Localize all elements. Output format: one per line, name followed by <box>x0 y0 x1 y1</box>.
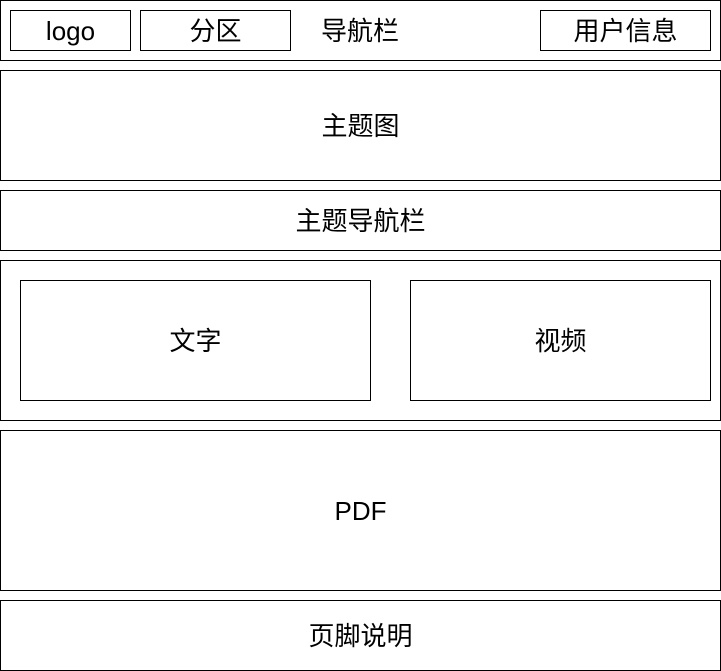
footer-box: 页脚说明 <box>0 600 721 671</box>
pdf-box[interactable]: PDF <box>0 430 721 591</box>
user-info-label: 用户信息 <box>573 15 678 46</box>
navbar-title: 导航栏 <box>320 15 399 46</box>
logo-box[interactable]: logo <box>10 10 131 51</box>
video-box[interactable]: 视频 <box>410 280 711 401</box>
hero-image-label: 主题图 <box>321 110 400 141</box>
text-label: 文字 <box>169 325 222 356</box>
topic-nav-box[interactable]: 主题导航栏 <box>0 190 721 251</box>
hero-image-box: 主题图 <box>0 70 721 181</box>
section-box[interactable]: 分区 <box>140 10 291 51</box>
footer-label: 页脚说明 <box>308 620 413 651</box>
section-label: 分区 <box>189 15 242 46</box>
logo-label: logo <box>45 15 96 46</box>
topic-nav-label: 主题导航栏 <box>295 205 426 236</box>
text-box: 文字 <box>20 280 371 401</box>
video-label: 视频 <box>534 325 587 356</box>
user-info-box[interactable]: 用户信息 <box>540 10 711 51</box>
pdf-label: PDF <box>334 495 387 526</box>
